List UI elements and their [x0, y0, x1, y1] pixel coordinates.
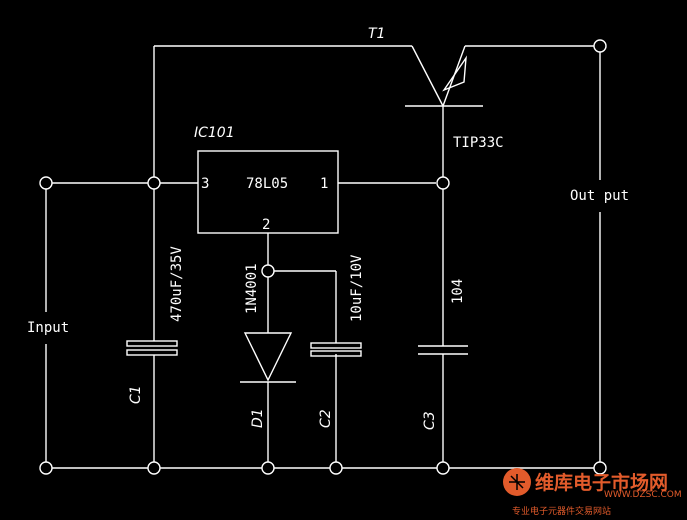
capacitor-c3 [418, 345, 468, 355]
c2-value-label: 10uF/10V [349, 254, 365, 322]
ic101-part-label: 78L05 [246, 176, 288, 192]
transistor-t1 [405, 45, 483, 107]
watermark-brand: 维库电子市场网 [535, 471, 668, 494]
watermark-slogan: 专业电子元器件交易网站 [512, 505, 611, 517]
junction-c1-bottom [147, 461, 161, 475]
diode-d1 [240, 332, 296, 383]
output-terminal-bottom [593, 461, 607, 475]
input-terminal-bottom [39, 461, 53, 475]
junction-d1-c2 [261, 264, 275, 278]
c1-ref-label: C1 [128, 385, 144, 404]
capacitor-c1 [126, 340, 178, 356]
watermark-url: WWW.DZSC.COM [604, 490, 682, 500]
labels: T1 TIP33C IC101 78L05 3 1 2 470uF/35V C1… [27, 26, 629, 430]
d1-part-label: 1N4001 [244, 263, 260, 314]
regulator-ic101 [197, 150, 339, 234]
nodes [39, 39, 607, 475]
ic101-pin-in-label: 3 [201, 176, 209, 192]
junction-c3-top [436, 176, 450, 190]
wires [45, 45, 601, 469]
d1-ref-label: D1 [250, 408, 266, 428]
c3-ref-label: C3 [422, 411, 438, 430]
c3-value-label: 104 [450, 279, 466, 304]
emitter-arrow-icon [442, 55, 467, 92]
junction-c2-bottom [329, 461, 343, 475]
input-label: Input [27, 320, 69, 336]
c2-ref-label: C2 [318, 409, 334, 428]
ic101-pin-out-label: 1 [320, 176, 328, 192]
t1-ref-label: T1 [368, 26, 385, 42]
watermark: 维库电子市场网 WWW.DZSC.COM 专业电子元器件交易网站 [503, 468, 682, 517]
output-label: Out put [570, 188, 629, 204]
junction-c3-bottom [436, 461, 450, 475]
capacitor-c2 [310, 342, 362, 357]
input-terminal-top [39, 176, 53, 190]
ic101-ref-label: IC101 [194, 125, 235, 141]
t1-part-label: TIP33C [453, 135, 504, 151]
ic101-pin-gnd-label: 2 [262, 217, 270, 233]
output-terminal-top [593, 39, 607, 53]
regulator-body [197, 150, 339, 234]
junction-d1-bottom [261, 461, 275, 475]
junction-c1-top [147, 176, 161, 190]
c1-value-label: 470uF/35V [169, 246, 185, 322]
